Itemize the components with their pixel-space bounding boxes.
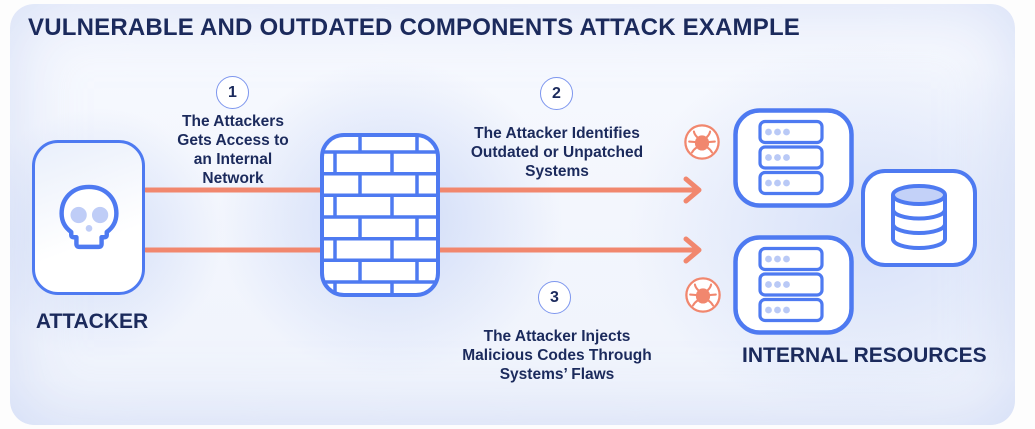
step-1-number: 1 bbox=[228, 83, 237, 101]
step-3-text: The Attacker Injects Malicious Codes Thr… bbox=[462, 328, 652, 383]
server-icon bbox=[733, 108, 854, 208]
database-icon bbox=[861, 169, 977, 267]
step-2-text: The Attacker Identifies Outdated or Unpa… bbox=[470, 125, 644, 180]
step-1-text: The Attackers Gets Access to an Internal… bbox=[177, 113, 289, 187]
attacker-node bbox=[32, 140, 145, 295]
diagram-title: VULNERABLE AND OUTDATED COMPONENTS ATTAC… bbox=[28, 14, 801, 41]
attacker-label: ATTACKER bbox=[35, 310, 149, 333]
diagram-card bbox=[10, 4, 1015, 425]
step-1-badge: 1 bbox=[216, 76, 249, 109]
arrowhead-bottom-icon bbox=[683, 236, 702, 264]
arrowhead-top-icon bbox=[683, 176, 702, 204]
firewall-brick-icon bbox=[320, 133, 440, 297]
skull-icon bbox=[58, 184, 119, 249]
bug-icon bbox=[684, 124, 720, 160]
internal-resources-label: INTERNAL RESOURCES bbox=[742, 344, 987, 367]
step-3-badge: 3 bbox=[538, 281, 571, 314]
server-icon bbox=[733, 235, 854, 335]
step-2-badge: 2 bbox=[540, 77, 573, 110]
step-2-number: 2 bbox=[552, 84, 561, 102]
bug-icon bbox=[685, 277, 721, 313]
step-3-number: 3 bbox=[550, 288, 559, 306]
